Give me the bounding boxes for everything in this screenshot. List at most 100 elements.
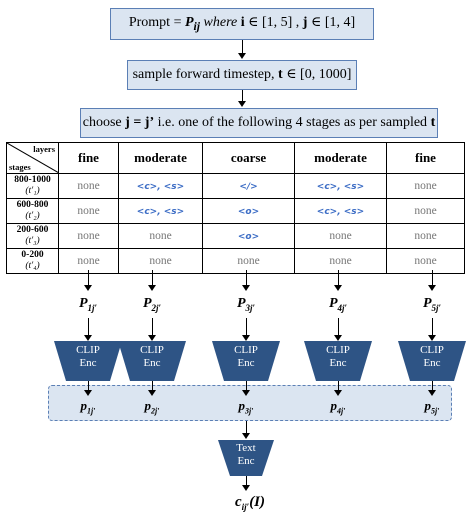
table-cell: none <box>118 248 203 274</box>
stage-layer-table: layers stages fine moderate coarse moder… <box>6 142 465 274</box>
embedding-label: p1j′ <box>80 398 96 416</box>
arrowhead <box>242 285 250 291</box>
column-header: moderate <box>294 142 387 174</box>
arrowhead <box>238 53 246 59</box>
table-cell: <o> <box>202 223 295 249</box>
arrowhead <box>242 390 250 396</box>
connector-line <box>152 381 153 391</box>
prompt-label: P1j′ <box>78 296 98 313</box>
arrowhead <box>238 101 246 107</box>
table-cell: <c>, <s> <box>118 198 203 224</box>
clip-encoder-line1: CLIP <box>234 344 258 356</box>
table-row: 800-1000(t′₁)none<c>, <s></><c>, <s>none <box>6 173 465 199</box>
connector-line <box>88 270 89 286</box>
stage-text-a: choose <box>82 115 126 130</box>
arrowhead <box>148 335 156 341</box>
table-cell: none <box>118 223 203 249</box>
prompt-where: where <box>200 15 241 30</box>
connector-line <box>152 318 153 336</box>
arrowhead <box>148 285 156 291</box>
table-cell: none <box>386 198 465 224</box>
embedding-label: p3j′ <box>238 398 254 416</box>
arrowhead <box>84 390 92 396</box>
text-encoder-line1: Text <box>236 442 256 454</box>
arrowhead <box>428 390 436 396</box>
row-stage-label: 200-600(t′₃) <box>6 223 59 249</box>
table-cell: none <box>294 223 387 249</box>
clip-encoder-shape <box>54 341 122 381</box>
connector-line <box>432 270 433 286</box>
connector-line <box>242 90 243 102</box>
table-cell: <o> <box>202 198 295 224</box>
prompt-label: P5j′ <box>422 296 442 313</box>
prompt-i-var: i <box>240 15 245 30</box>
table-cell: none <box>386 223 465 249</box>
embedding-label: p2j′ <box>144 398 160 416</box>
stage-choice-box: choose j = j’ i.e. one of the following … <box>80 108 438 138</box>
connector-line <box>246 381 247 391</box>
connector-line <box>88 318 89 336</box>
arrowhead <box>334 390 342 396</box>
connector-line <box>432 381 433 391</box>
connector-line <box>246 421 247 434</box>
table-cell: none <box>58 223 119 249</box>
prompt-j-range: ∈ [1, 4] <box>307 15 356 30</box>
text-encoder-shape <box>218 440 274 476</box>
table-cell: none <box>386 173 465 199</box>
clip-encoder-shape <box>398 341 466 381</box>
clip-encoder-shape <box>304 341 372 381</box>
sample-text: sample forward timestep, <box>132 67 279 82</box>
row-stage-label: 0-200(t′₄) <box>6 248 59 274</box>
embedding-label: p5j′ <box>424 398 440 416</box>
prompt-j-var: j <box>302 15 308 30</box>
arrowhead <box>84 335 92 341</box>
connector-line <box>152 270 153 286</box>
prompt-label: P2j′ <box>142 296 162 313</box>
connector-line <box>242 40 243 54</box>
row-stage-label: 800-1000(t′₁) <box>6 173 59 199</box>
stage-text-b: i.e. one of the following 4 stages as pe… <box>154 115 431 130</box>
table-cell: <c>, <s> <box>118 173 203 199</box>
table-cell: <c>, <s> <box>294 198 387 224</box>
prompt-i-range: ∈ [1, 5] , <box>244 15 303 30</box>
embedding-label: p4j′ <box>330 398 346 416</box>
table-header-row: layers stages fine moderate coarse moder… <box>6 142 465 174</box>
clip-encoder-line2: Enc <box>329 357 347 369</box>
connector-line <box>246 270 247 286</box>
connector-line <box>88 381 89 391</box>
connector-line <box>338 318 339 336</box>
column-header: fine <box>386 142 465 174</box>
table-row: 600-800(t′₂)none<c>, <s><o><c>, <s>none <box>6 198 465 224</box>
stage-t-var: t <box>430 115 436 130</box>
arrowhead <box>428 335 436 341</box>
arrowhead <box>148 390 156 396</box>
corner-stages-label: stages <box>9 162 31 172</box>
clip-encoder-line2: Enc <box>237 357 255 369</box>
sample-t-range: ∈ [0, 1000] <box>282 67 352 82</box>
table-cell: <c>, <s> <box>294 173 387 199</box>
text-encoder-line2: Enc <box>237 455 255 467</box>
prompt-prefix: Prompt = <box>128 15 185 30</box>
sample-timestep-box: sample forward timestep, t ∈ [0, 1000] <box>127 60 357 90</box>
clip-encoder-line2: Enc <box>143 357 161 369</box>
connector-line <box>432 318 433 336</box>
arrowhead <box>334 285 342 291</box>
connector-line <box>246 476 247 486</box>
table-cell: none <box>58 173 119 199</box>
clip-encoder-line2: Enc <box>79 357 97 369</box>
arrowhead <box>242 335 250 341</box>
row-stage-label: 600-800(t′₂) <box>6 198 59 224</box>
embedding-band <box>48 385 452 421</box>
arrowhead <box>334 335 342 341</box>
prompt-label: P3j′ <box>236 296 256 313</box>
table-corner-cell: layers stages <box>6 142 59 174</box>
clip-encoder-shape <box>118 341 186 381</box>
table-cell: </> <box>202 173 295 199</box>
sample-t-var: t <box>278 67 283 82</box>
